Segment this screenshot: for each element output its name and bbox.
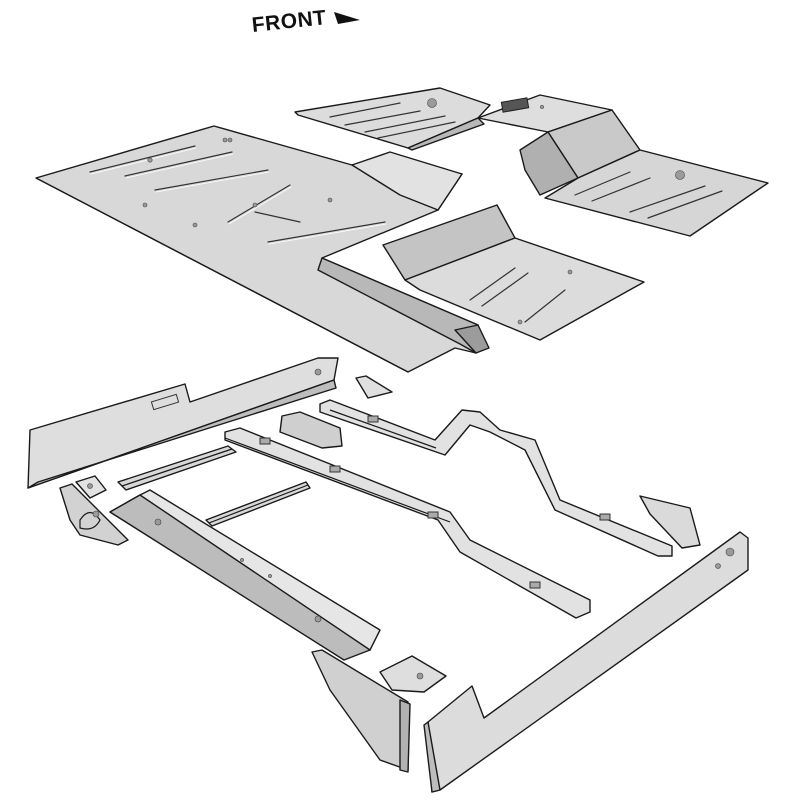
left-front-bracket (75, 475, 107, 499)
front-right-floor-pan (544, 149, 769, 237)
left-inner-sill-channel (109, 489, 381, 661)
seat-bracket (279, 375, 393, 449)
left-frame-rail (224, 427, 591, 619)
transmission-tunnel (477, 94, 641, 196)
drain-plug (427, 98, 437, 108)
drain-plug (675, 170, 685, 180)
rear-right-bracket (639, 495, 701, 549)
front-left-floor-pan (294, 87, 491, 151)
front-crossmember (117, 445, 237, 491)
middle-crossmember (205, 481, 311, 527)
front-arrow-icon (334, 12, 360, 24)
left-mount-bracket (59, 483, 129, 546)
front-center-bracket (379, 655, 447, 693)
rear-floor-pan (35, 125, 490, 373)
shifter-opening (500, 97, 530, 113)
rear-floor-holes (142, 137, 333, 228)
right-sill-panel (423, 531, 749, 793)
right-frame-rail (319, 399, 673, 557)
rear-floor-ribs (89, 145, 387, 245)
front-gusset (311, 649, 411, 773)
left-sill-panel (27, 357, 339, 489)
middle-floor-pan (382, 204, 645, 341)
